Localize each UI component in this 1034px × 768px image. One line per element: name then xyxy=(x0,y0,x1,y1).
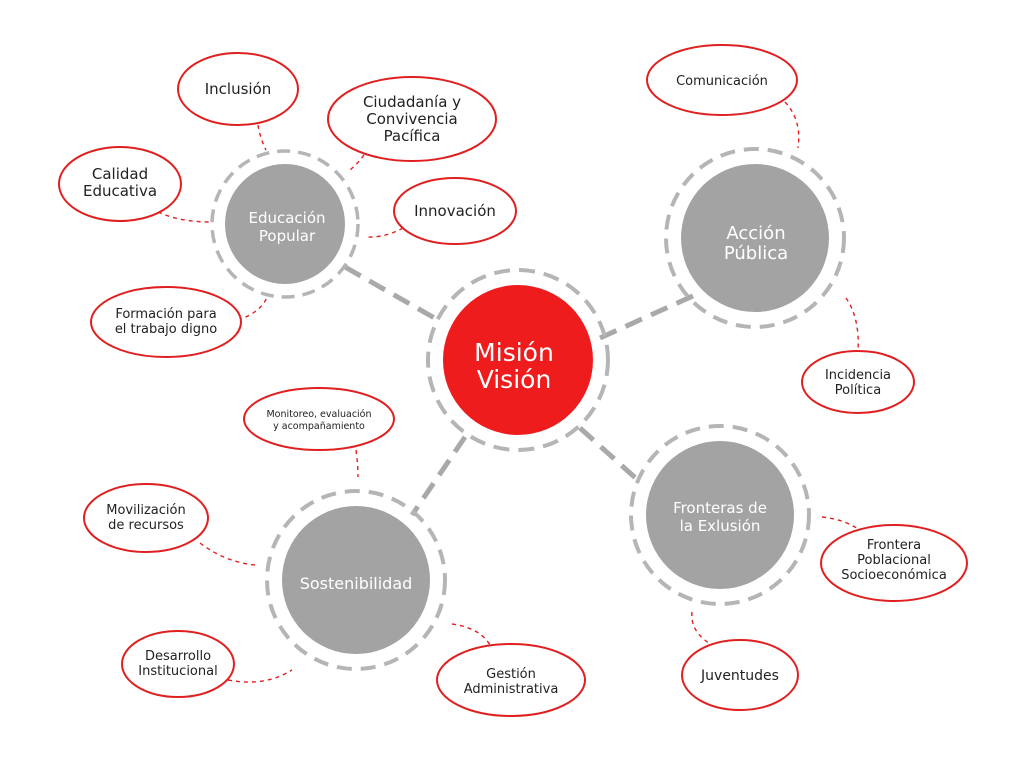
leaf-gestion-line1: Gestión xyxy=(486,667,536,682)
leaf-frontera-pob-ellipse xyxy=(820,524,968,602)
connector-comunicacion xyxy=(784,101,800,149)
center-node: Misión Visión xyxy=(426,268,610,452)
connector-calidad xyxy=(157,211,211,223)
connector-center-sostenibilidad xyxy=(409,435,468,517)
leaf-gestion-line2: Administrativa xyxy=(464,682,559,697)
leaf-monitoreo: Monitoreo, evaluación y acompañamiento xyxy=(243,387,395,451)
leaf-comunicacion: Comunicación xyxy=(646,44,798,116)
leaf-comunicacion-ellipse xyxy=(646,44,798,116)
leaf-calidad-ellipse xyxy=(58,146,182,222)
connector-gestion xyxy=(451,623,491,646)
hub-educacion-circle xyxy=(225,164,345,284)
leaf-juventudes-ellipse xyxy=(681,639,799,711)
leaf-desarrollo-ellipse xyxy=(121,630,235,698)
leaf-incidencia-line1: Incidencia xyxy=(825,368,891,383)
leaf-calidad-educativa: Calidad Educativa xyxy=(58,146,182,222)
leaf-frontera-pob-line3: Socioeconómica xyxy=(841,568,947,583)
leaf-incidencia-ellipse xyxy=(801,350,915,414)
leaf-inclusion-ellipse xyxy=(177,52,299,126)
hub-sostenibilidad: Sostenibilidad xyxy=(265,489,447,671)
leaf-ciudadania: Ciudadanía y Convivencia Pacífica xyxy=(327,76,497,162)
leaf-movilizacion: Movilización de recursos xyxy=(83,483,209,553)
connector-desarrollo xyxy=(227,669,293,683)
hub-educacion-popular: Educación Popular xyxy=(210,149,360,299)
hub-fronteras-line1: Fronteras de xyxy=(673,499,767,517)
hub-accion-ring xyxy=(664,147,846,329)
leaf-formacion-ellipse xyxy=(90,286,242,358)
leaf-innovacion: Innovación xyxy=(393,177,517,245)
leaf-ciudadania-line1: Ciudadanía y xyxy=(363,93,461,111)
leaf-incidencia: Incidencia Política xyxy=(801,350,915,414)
center-title-line2: Visión xyxy=(477,365,552,394)
hub-accion-line1: Acción xyxy=(726,223,785,244)
connector-movilizacion xyxy=(199,542,256,566)
leaf-frontera-pob-line1: Frontera xyxy=(867,538,921,553)
leaf-movilizacion-ellipse xyxy=(83,483,209,553)
connector-monitoreo xyxy=(355,449,359,478)
hub-sostenibilidad-ring xyxy=(265,489,447,671)
connector-center-fronteras xyxy=(578,426,642,484)
connector-formacion xyxy=(237,294,269,321)
leaf-ciudadania-ellipse xyxy=(327,76,497,162)
center-title-line1: Misión xyxy=(474,338,554,367)
center-circle xyxy=(443,285,593,435)
leaf-desarrollo-line2: Institucional xyxy=(138,664,217,679)
leaf-formacion-line2: el trabajo digno xyxy=(115,322,217,337)
leaf-inclusion: Inclusión xyxy=(177,52,299,126)
hub-fronteras-ring xyxy=(629,424,811,606)
connector-inclusion xyxy=(257,124,267,151)
leaf-connectors xyxy=(157,101,863,683)
connector-center-educacion xyxy=(343,264,440,323)
leaf-ciudadania-line2: Convivencia xyxy=(366,110,457,128)
leaf-inclusion-line1: Inclusión xyxy=(205,80,272,98)
hub-accion-line2: Pública xyxy=(724,243,788,264)
hub-educacion-ring xyxy=(210,149,360,299)
leaf-movilizacion-line2: de recursos xyxy=(108,518,184,533)
hub-sostenibilidad-circle xyxy=(282,506,430,654)
hub-fronteras-circle xyxy=(646,441,794,589)
leaf-juventudes: Juventudes xyxy=(681,639,799,711)
leaf-innovacion-line1: Innovación xyxy=(414,202,496,220)
leaf-juventudes-line1: Juventudes xyxy=(700,668,779,684)
connector-juventudes xyxy=(691,611,713,646)
leaf-nodes: Inclusión Ciudadanía y Convivencia Pacíf… xyxy=(58,44,968,717)
leaf-ciudadania-line3: Pacífica xyxy=(384,127,441,145)
hub-educacion-line2: Popular xyxy=(259,227,316,245)
hub-sostenibilidad-line1: Sostenibilidad xyxy=(300,574,413,593)
connector-center-accion xyxy=(598,292,697,341)
hub-fronteras-line2: la Exlusión xyxy=(680,517,761,535)
leaf-incidencia-line2: Política xyxy=(835,383,881,398)
leaf-desarrollo: Desarrollo Institucional xyxy=(121,630,235,698)
leaf-desarrollo-line1: Desarrollo xyxy=(145,649,211,664)
leaf-frontera-poblacional: Frontera Poblacional Socioeconómica xyxy=(820,524,968,602)
leaf-monitoreo-line1: Monitoreo, evaluación xyxy=(266,409,371,420)
leaf-movilizacion-line1: Movilización xyxy=(106,503,185,518)
leaf-innovacion-ellipse xyxy=(393,177,517,245)
connector-incidencia xyxy=(845,297,859,353)
hub-accion-circle xyxy=(681,164,829,312)
leaf-comunicacion-line1: Comunicación xyxy=(676,74,768,89)
hub-accion-publica: Acción Pública xyxy=(664,147,846,329)
hub-fronteras-exlusion: Fronteras de la Exlusión xyxy=(629,424,811,606)
connector-innovacion xyxy=(364,227,404,238)
hub-educacion-line1: Educación xyxy=(248,209,325,227)
leaf-calidad-line2: Educativa xyxy=(83,182,157,200)
leaf-calidad-line1: Calidad xyxy=(92,165,148,183)
leaf-monitoreo-ellipse xyxy=(243,387,395,451)
leaf-gestion-ellipse xyxy=(436,643,586,717)
leaf-frontera-pob-line2: Poblacional xyxy=(857,553,931,568)
leaf-formacion-line1: Formación para xyxy=(115,307,216,322)
center-ring xyxy=(426,268,610,452)
leaf-formacion: Formación para el trabajo digno xyxy=(90,286,242,358)
leaf-monitoreo-line2: y acompañamiento xyxy=(273,421,365,432)
leaf-gestion: Gestión Administrativa xyxy=(436,643,586,717)
main-connectors xyxy=(343,264,697,517)
